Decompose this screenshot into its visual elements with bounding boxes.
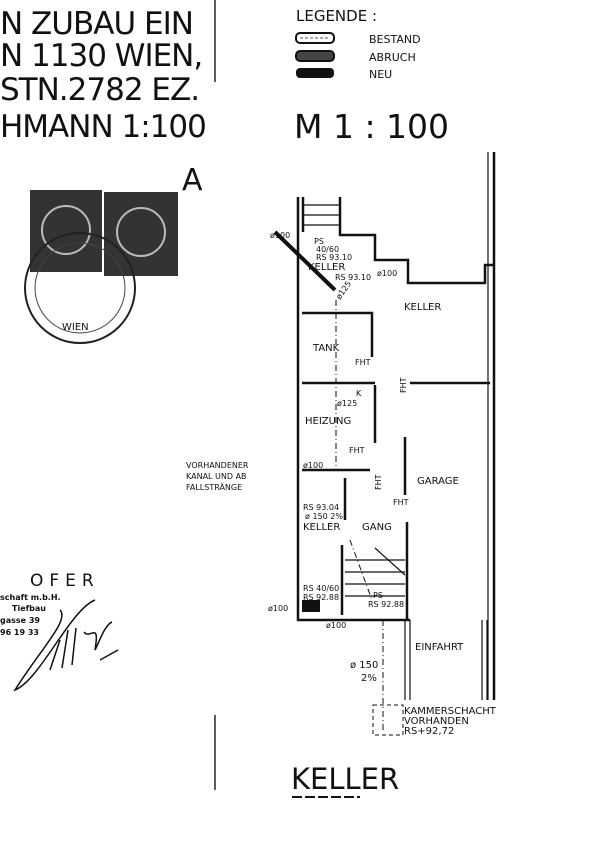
wall-gang: [340, 522, 409, 620]
annotation: FHT: [393, 498, 409, 507]
stair-top: [303, 204, 340, 226]
stamp-ornament: [41, 205, 91, 255]
wall-outer-left: [296, 197, 410, 622]
room-label-heizung: HEIZUNG: [305, 416, 351, 427]
annotation: RS 93.04: [303, 503, 339, 512]
annotation: RS 93.10: [335, 273, 371, 282]
annotation: ø125: [337, 399, 357, 408]
annotation: ø100: [377, 269, 397, 278]
kammerschacht-symbol: [372, 704, 404, 736]
title-block: N ZUBAU EIN N 1130 WIEN, STN.2782 EZ. HM…: [0, 0, 216, 790]
legend-swatch-neu: [296, 68, 334, 78]
einfahrt-walls: [404, 620, 488, 700]
floor-title: KELLER: [291, 762, 399, 796]
seal-inner: [34, 242, 126, 334]
company-stamp: OFER schaft m.b.H. Tiefbau gasse 39 96 1…: [0, 571, 119, 692]
annotation: ø 150: [350, 660, 378, 671]
annotation: ø100: [303, 461, 323, 470]
annotation: ø100: [268, 604, 288, 613]
annotation: RS 92.88: [303, 593, 339, 602]
room-label-keller-lower: KELLER: [303, 522, 340, 533]
annotation: 2%: [361, 673, 377, 684]
room-label-tank: TANK: [312, 343, 340, 354]
annotation: PS: [314, 237, 324, 246]
annotation: ø100: [326, 621, 346, 630]
wall-garage: [343, 437, 407, 520]
annotation: VORHANDENER: [186, 461, 249, 470]
stamp-1: [30, 190, 102, 272]
room-label-einfahrt: EINFAHRT: [415, 642, 464, 653]
pipe-axis: [335, 300, 384, 730]
seal-text: WIEN: [62, 322, 89, 333]
legend-label-bestand: BESTAND: [369, 33, 421, 46]
company-line-4: 96 19 33: [0, 628, 39, 637]
company-line-1: schaft m.b.H.: [0, 593, 61, 602]
annotation: FALLSTRÄNGE: [186, 482, 242, 492]
annotation: FHT: [399, 377, 408, 393]
pipe-new: [273, 230, 337, 292]
legend-label-abruch: ABRUCH: [369, 51, 416, 64]
scale-label: M 1 : 100: [294, 107, 449, 146]
annotation: ø 150 2%: [305, 512, 343, 521]
annotation: PS: [373, 591, 383, 600]
stamp-2: [104, 192, 178, 276]
title-line-3: STN.2782 EZ.: [0, 72, 199, 108]
legend: LEGENDE : BESTAND ABRUCH NEU M 1 : 100: [294, 7, 449, 146]
title-line-2: N 1130 WIEN,: [0, 38, 202, 74]
annotation: FHT: [374, 474, 383, 490]
staircase: [345, 547, 406, 597]
annotation: ø100: [270, 231, 290, 240]
annotation: FHT: [349, 446, 365, 455]
legend-heading: LEGENDE :: [296, 7, 377, 25]
room-label-gang: GANG: [362, 522, 392, 533]
annotation: ø125: [334, 279, 353, 301]
annotation: K: [356, 389, 362, 398]
annotation: KANAL UND AB: [186, 472, 247, 481]
legend-label-neu: NEU: [369, 68, 392, 81]
annotation: 40/60: [316, 245, 339, 254]
company-name: OFER: [30, 571, 100, 591]
room-label-garage: GARAGE: [417, 476, 459, 487]
annotation: KAMMERSCHACHT: [404, 706, 497, 717]
ps-box: [302, 600, 320, 612]
section-letter: A: [182, 163, 203, 198]
company-line-2: Tiefbau: [12, 604, 46, 613]
legend-swatch-abruch: [295, 50, 335, 62]
floor-plan: ø100 PS 40/60 RS 93.10 KELLER RS 93.10 ø…: [186, 152, 497, 798]
annotation: FHT: [355, 358, 371, 367]
company-line-3: gasse 39: [0, 616, 40, 625]
annotation: RS 93.10: [316, 253, 352, 262]
annotation: RS 92.88: [368, 600, 404, 609]
room-label-keller: KELLER: [308, 262, 345, 273]
annotation: RS 40/60: [303, 584, 339, 593]
room-label-keller-main: KELLER: [404, 302, 441, 313]
stamp-ornament: [116, 207, 166, 257]
revenue-stamps: WIEN: [24, 190, 178, 344]
title-line-1: N ZUBAU EIN: [0, 6, 193, 42]
annotation: RS+92,72: [404, 726, 454, 737]
annotation: VORHANDEN: [404, 716, 469, 727]
title-line-4: HMANN 1:100: [0, 109, 206, 145]
wall-tank: [302, 311, 374, 357]
signature: [13, 599, 119, 692]
official-seal: [24, 232, 136, 344]
